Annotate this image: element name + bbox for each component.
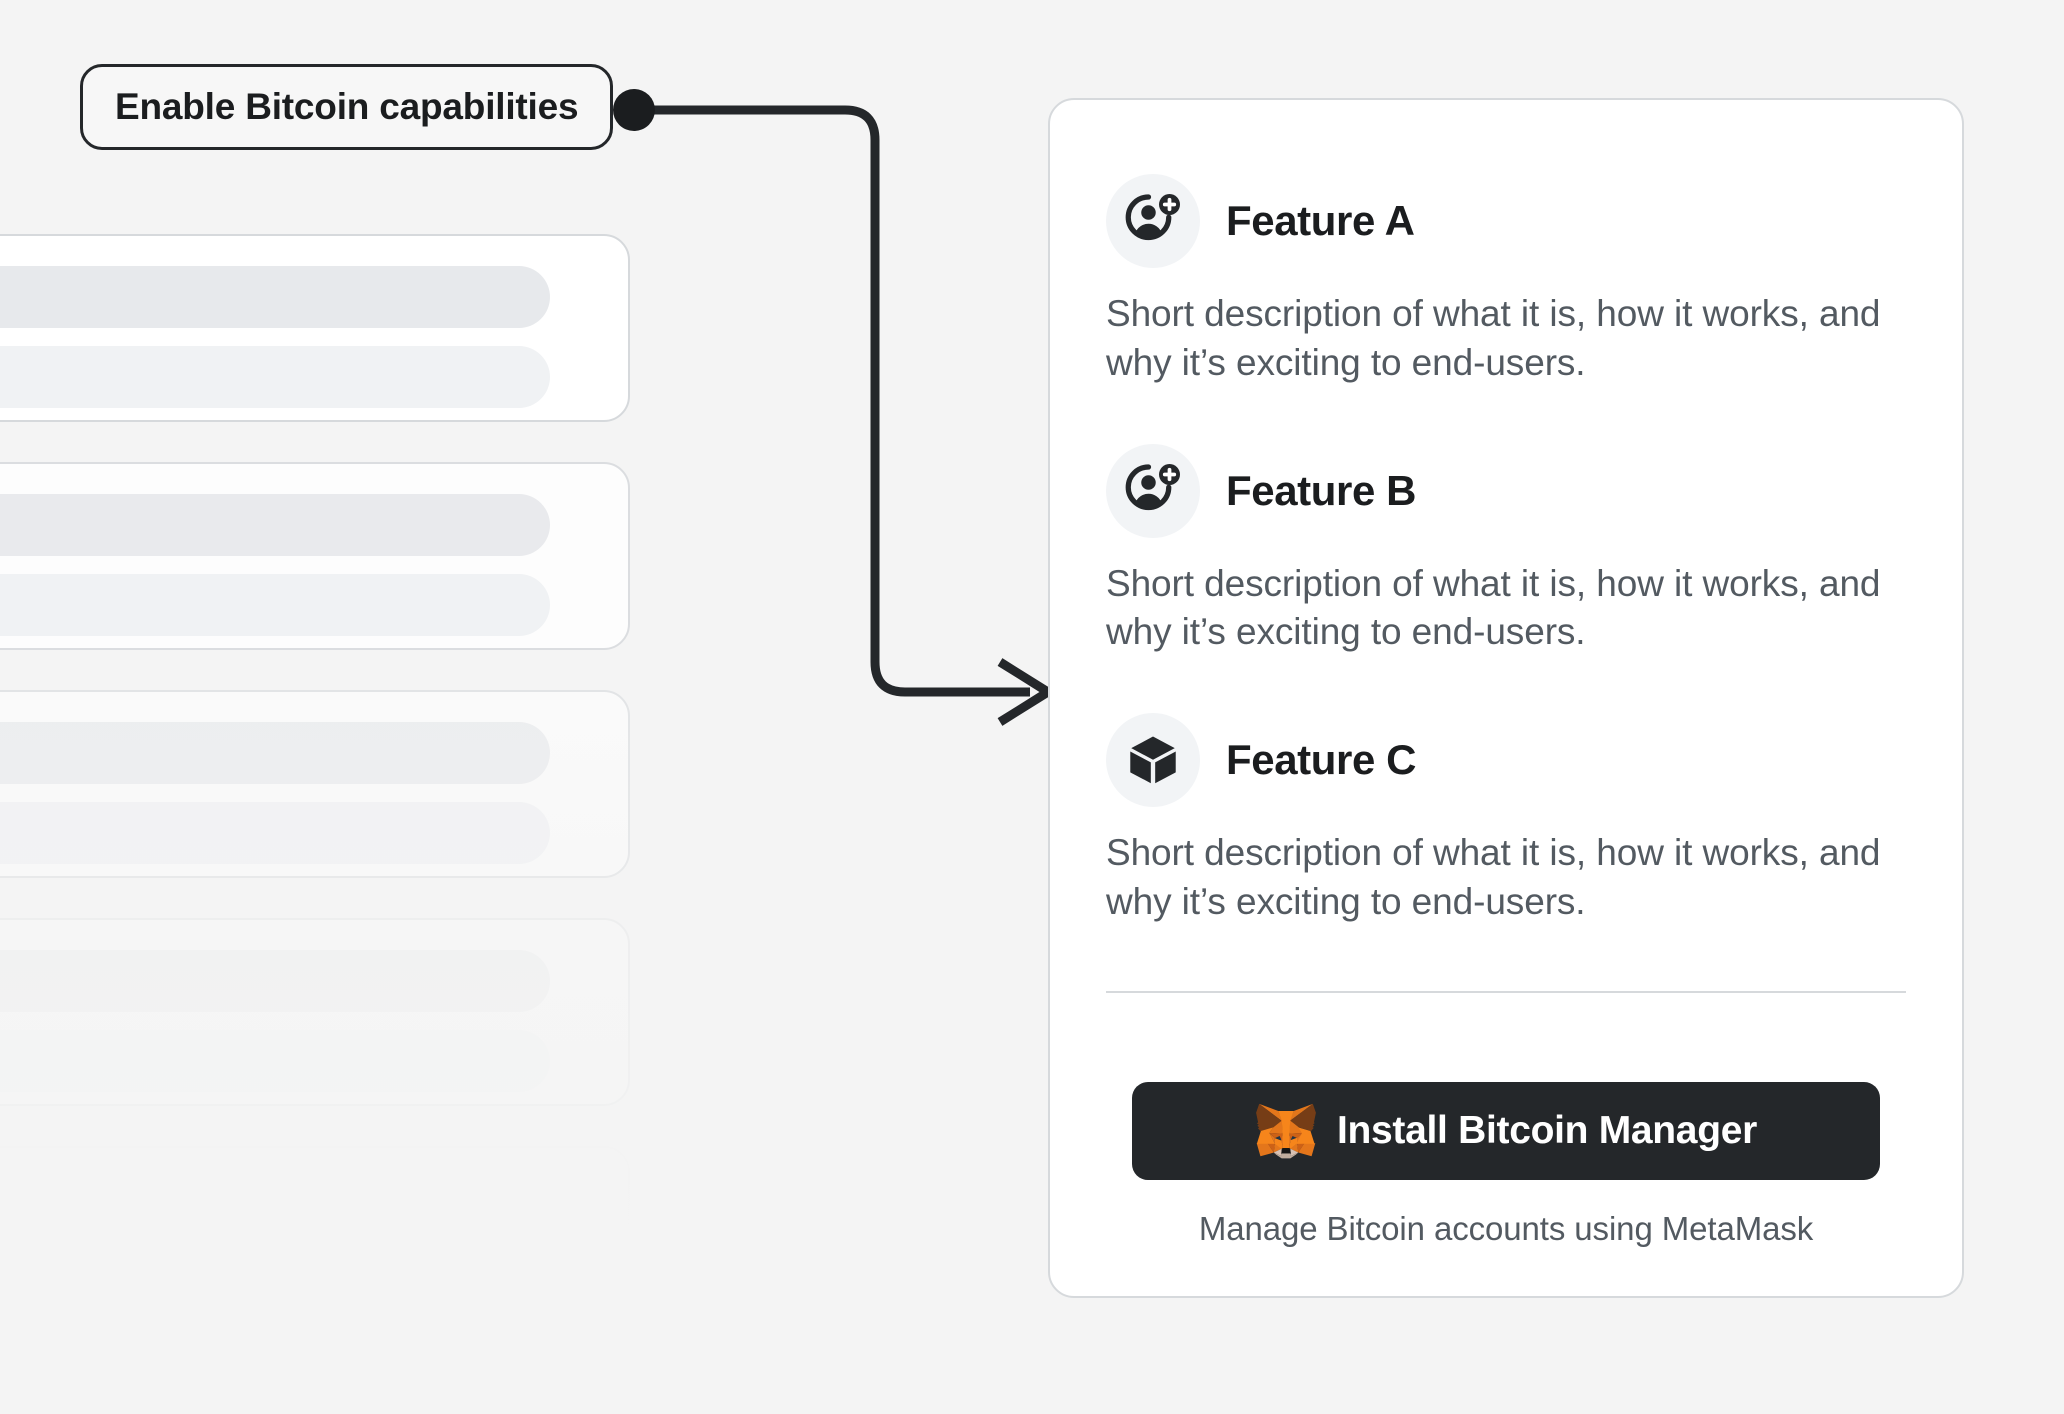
annotation-label-text: Enable Bitcoin capabilities xyxy=(115,86,579,127)
feature-card: Feature A Short description of what it i… xyxy=(1048,98,1964,1298)
feature-item-b: Feature B Short description of what it i… xyxy=(1106,443,1906,658)
feature-title: Feature B xyxy=(1226,466,1417,514)
feature-description: Short description of what it is, how it … xyxy=(1106,562,1881,653)
placeholder-card-list xyxy=(0,234,630,1374)
placeholder-bar-primary xyxy=(0,494,550,556)
placeholder-bar-primary xyxy=(0,722,550,784)
feature-header: Feature B xyxy=(1106,443,1906,538)
placeholder-card xyxy=(0,690,630,878)
placeholder-bar-secondary xyxy=(0,574,550,636)
footer-note: Manage Bitcoin accounts using MetaMask xyxy=(1198,1210,1814,1247)
annotation-label: Enable Bitcoin capabilities xyxy=(80,64,614,150)
feature-item-a: Feature A Short description of what it i… xyxy=(1106,174,1906,388)
install-button-label: Install Bitcoin Manager xyxy=(1336,1109,1757,1152)
placeholder-card xyxy=(0,918,630,1106)
feature-header: Feature C xyxy=(1106,713,1906,808)
add-user-icon xyxy=(1106,174,1200,268)
placeholder-card xyxy=(0,234,630,422)
placeholder-bar-primary xyxy=(0,266,550,328)
placeholder-bar-primary xyxy=(0,950,550,1012)
connector-dot-icon xyxy=(613,89,655,131)
metamask-fox-icon xyxy=(1256,1103,1316,1159)
feature-list: Feature A Short description of what it i… xyxy=(1050,100,1962,1016)
placeholder-bar-primary xyxy=(0,1178,550,1240)
placeholder-card xyxy=(0,1146,630,1334)
placeholder-card xyxy=(0,462,630,650)
placeholder-bar-secondary xyxy=(0,346,550,408)
placeholder-bar-secondary xyxy=(0,1258,550,1320)
feature-title: Feature A xyxy=(1226,197,1415,244)
card-footer: Install Bitcoin Manager Manage Bitcoin a… xyxy=(1050,1016,1962,1296)
feature-description: Short description of what it is, how it … xyxy=(1106,293,1881,383)
install-bitcoin-manager-button[interactable]: Install Bitcoin Manager xyxy=(1132,1082,1880,1180)
feature-title: Feature C xyxy=(1226,736,1417,784)
feature-item-c: Feature C Short description of what it i… xyxy=(1106,713,1906,927)
feature-header: Feature A xyxy=(1106,174,1906,268)
card-divider xyxy=(1106,990,1906,993)
add-user-icon xyxy=(1106,443,1200,538)
placeholder-bar-secondary xyxy=(0,802,550,864)
feature-description: Short description of what it is, how it … xyxy=(1106,832,1881,923)
placeholder-bar-secondary xyxy=(0,1030,550,1092)
cube-icon xyxy=(1106,713,1200,808)
